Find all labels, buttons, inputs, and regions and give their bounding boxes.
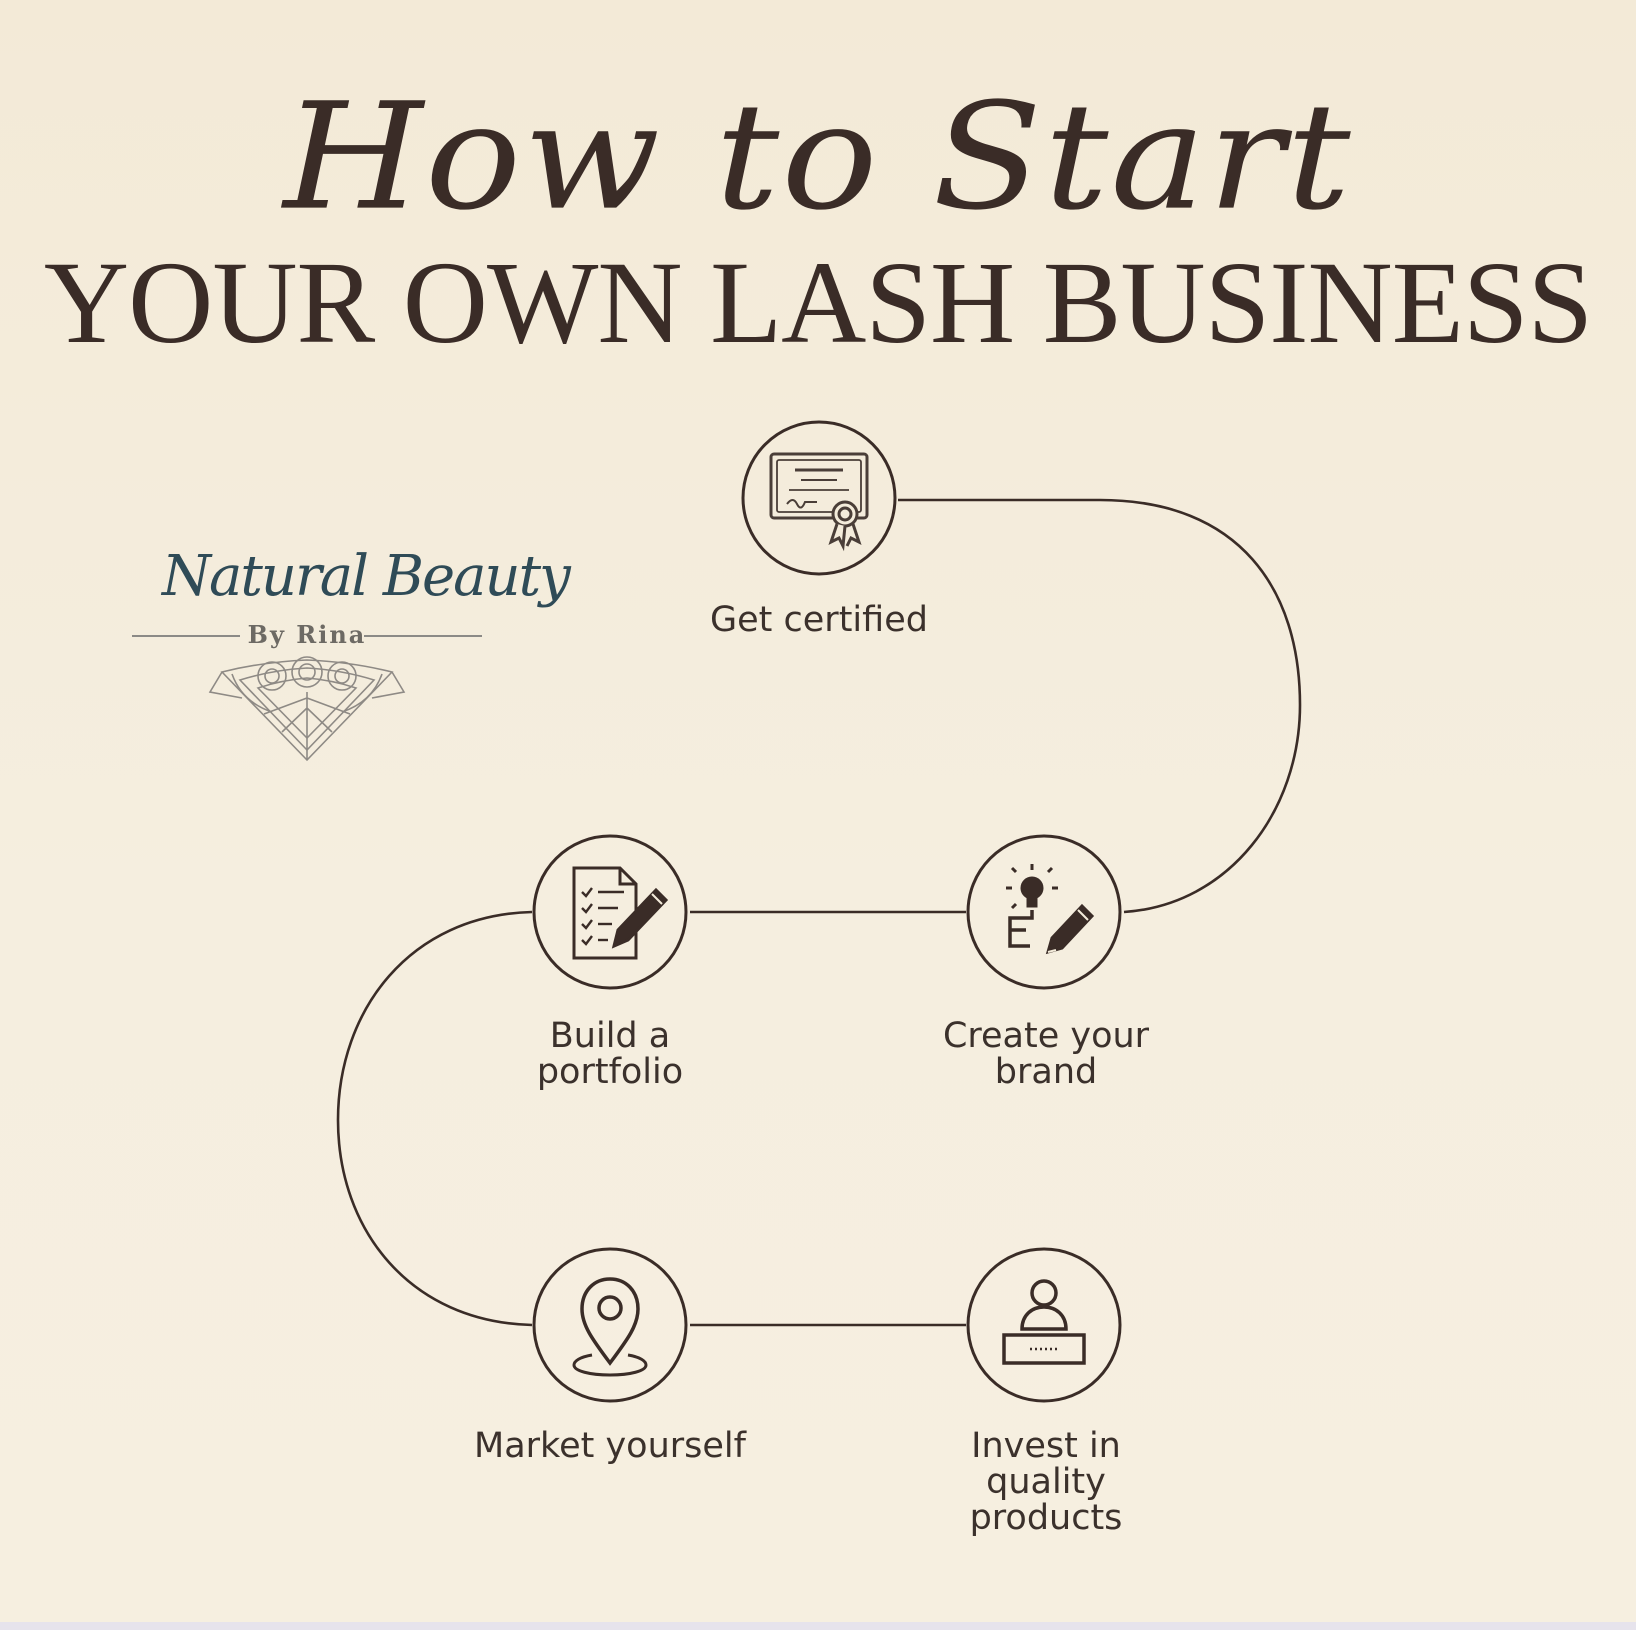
- title-main: YOUR OWN LASH BUSINESS: [43, 237, 1593, 368]
- logo-name: Natural Beauty: [162, 544, 571, 609]
- step-label-build-portfolio: Build a portfolio: [536, 1016, 684, 1092]
- logo-byline: By Rina: [247, 620, 367, 649]
- title-script: How to Start: [283, 70, 1353, 243]
- step-label-create-brand: Create your brand: [942, 1016, 1150, 1092]
- certificate-icon: [741, 420, 897, 576]
- mandala-icon: [208, 656, 406, 762]
- step-label-market-yourself: Market yourself: [474, 1426, 746, 1466]
- store-counter-icon: [966, 1247, 1122, 1403]
- step-label-invest-products: Invest in quality products: [969, 1426, 1123, 1538]
- idea-brand-icon: [966, 834, 1122, 990]
- brand-logo: Natural Beauty By Rina: [132, 522, 571, 762]
- logo-divider-left: [132, 635, 240, 637]
- bottom-band: [0, 1622, 1636, 1630]
- logo-divider-right: [364, 635, 482, 637]
- portfolio-document-icon: [532, 834, 688, 990]
- step-label-get-certified: Get certified: [710, 600, 928, 640]
- location-pin-icon: [532, 1247, 688, 1403]
